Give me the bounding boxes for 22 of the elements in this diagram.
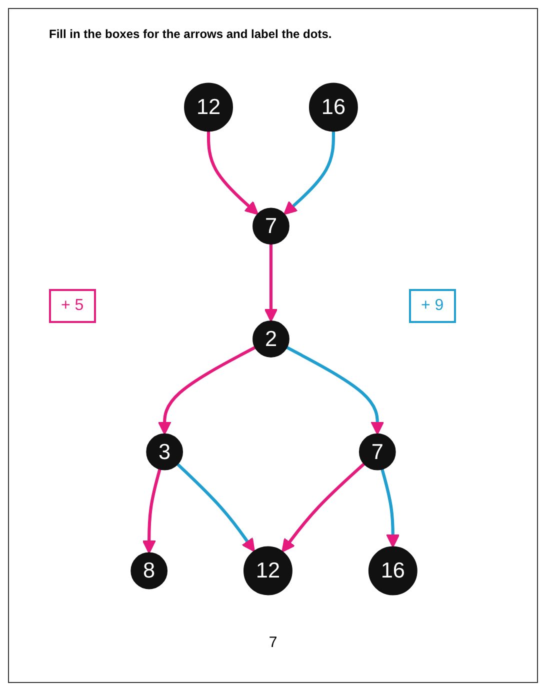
arrow (283, 130, 335, 215)
answer-label: 7 (268, 634, 278, 651)
node-circle: 16 (308, 82, 358, 132)
legend-item: + 5 (49, 289, 96, 323)
legend-item: + 9 (409, 289, 456, 323)
node-circle: 8 (130, 552, 168, 590)
node-circle: 12 (243, 546, 292, 596)
arrow (176, 462, 255, 552)
node-circle: 7 (252, 208, 290, 245)
node-circle: 2 (252, 320, 290, 358)
arrow (286, 346, 384, 435)
node-circle: 7 (358, 433, 396, 470)
arrow (158, 346, 256, 435)
node-circle: 3 (146, 433, 184, 470)
arrow (264, 244, 278, 322)
node-circle: 12 (184, 82, 233, 132)
arrow (142, 468, 162, 554)
node-circle: 16 (368, 546, 418, 596)
instruction-text: Fill in the boxes for the arrows and label the dots. (49, 27, 332, 41)
arrow (380, 468, 400, 548)
arrow (206, 130, 258, 215)
arrow (282, 462, 366, 552)
